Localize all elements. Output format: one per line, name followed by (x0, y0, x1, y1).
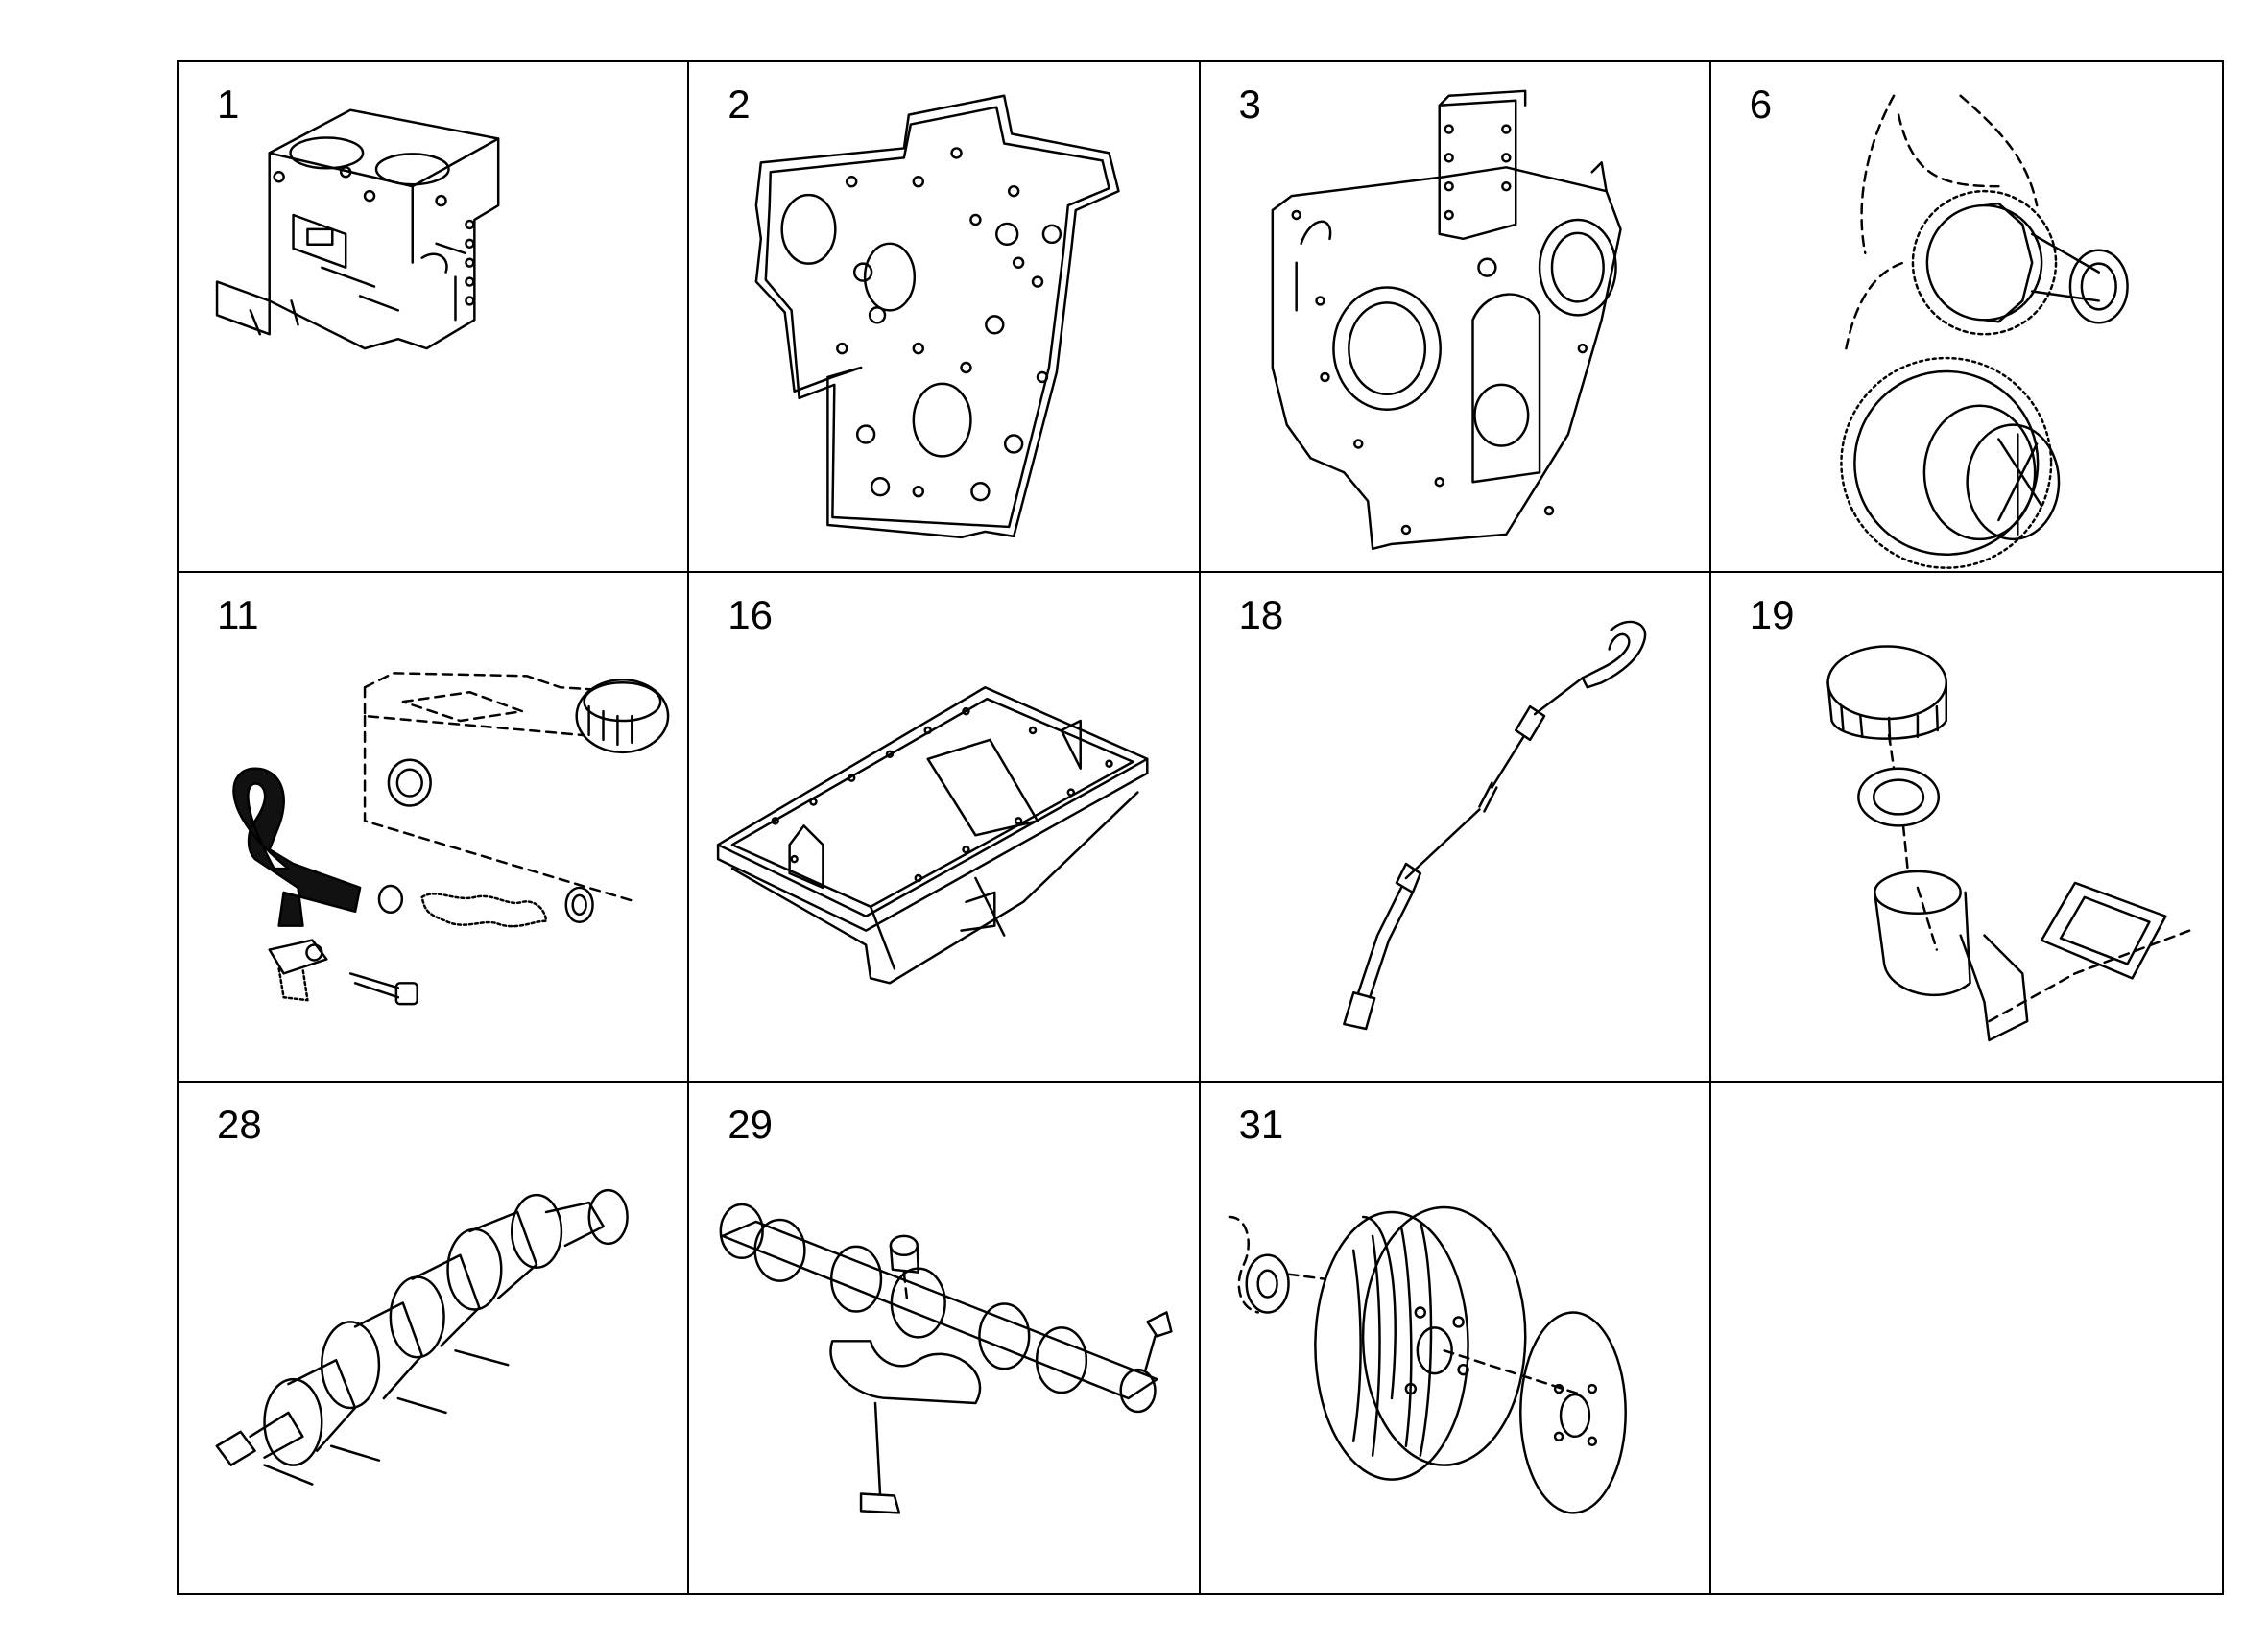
breather-hose-icon (232, 671, 670, 1006)
part-cell-front-plate-gasket[interactable]: 2 (689, 62, 1201, 573)
front-plate-gasket-icon (754, 94, 1120, 539)
part-number: 1 (217, 82, 240, 127)
oil-sump-icon (717, 685, 1149, 985)
crankshaft-icon (215, 1189, 629, 1487)
part-cell-crankshaft-pulley[interactable]: 31 (1201, 1083, 1711, 1593)
part-cell-oil-sump[interactable]: 16 (689, 572, 1201, 1084)
part-cell-oil-filler-cap[interactable]: 19 (1710, 573, 2222, 1084)
part-number: 3 (1238, 82, 1261, 127)
part-number: 2 (728, 82, 751, 127)
part-cell-dipstick[interactable]: 18 (1200, 572, 1711, 1084)
part-number: 19 (1749, 591, 1795, 637)
part-cell-camshaft[interactable]: 29 (689, 1083, 1201, 1593)
parts-index-grid: 1 2 (177, 60, 2224, 1595)
part-cell-crankshaft[interactable]: 28 (179, 1083, 690, 1593)
empty-cell (1711, 1083, 2222, 1593)
timing-case-icon (1271, 89, 1622, 551)
part-number: 6 (1749, 82, 1773, 127)
part-number: 11 (217, 591, 259, 637)
idler-gear-icon (1839, 94, 2129, 569)
oil-filler-cap-icon (1826, 644, 2191, 1041)
part-number: 28 (217, 1102, 262, 1148)
part-cell-idler-gear[interactable]: 6 (1710, 62, 2222, 573)
part-cell-timing-case[interactable]: 3 (1200, 62, 1711, 573)
part-cell-cylinder-block[interactable]: 1 (179, 62, 690, 573)
part-number: 16 (728, 591, 773, 637)
part-number: 31 (1238, 1102, 1284, 1148)
part-number: 18 (1238, 591, 1284, 637)
crankshaft-pulley-icon (1228, 1206, 1627, 1514)
part-number: 29 (728, 1102, 773, 1148)
dipstick-icon (1342, 620, 1646, 1030)
camshaft-icon (719, 1203, 1173, 1514)
part-cell-breather-hose[interactable]: 11 (179, 572, 690, 1084)
cylinder-block-icon (215, 108, 500, 350)
